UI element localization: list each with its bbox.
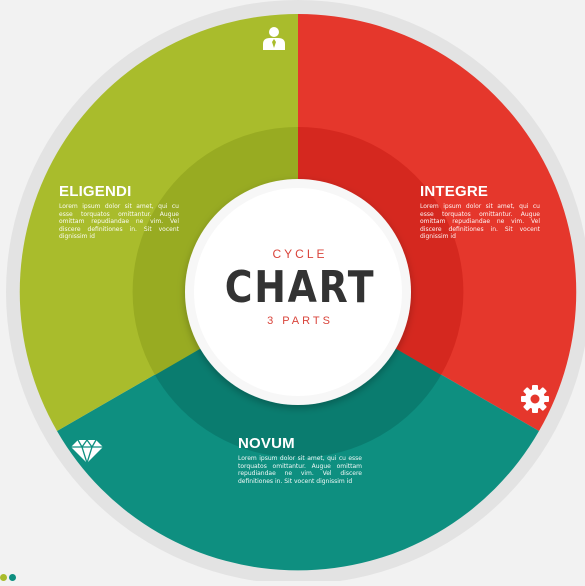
gear-icon <box>520 384 550 419</box>
segment-eligendi-title: ELIGENDI <box>59 183 132 200</box>
center-main-text: CHART <box>224 262 376 313</box>
segment-integre-text: INTEGRE Lorem ipsum dolor sit amet, qui … <box>420 183 540 241</box>
dot-teal <box>9 574 16 581</box>
segment-integre-title: INTEGRE <box>420 183 489 200</box>
person-icon <box>260 24 288 57</box>
center-label: CYCLE CHART 3 PARTS <box>185 205 415 385</box>
segment-eligendi-body: Lorem ipsum dolor sit amet, qui cu esse … <box>59 203 179 241</box>
diamond-icon <box>70 438 104 469</box>
segment-novum-title: NOVUM <box>238 435 295 452</box>
center-top-text: CYCLE <box>272 247 328 261</box>
segment-eligendi-text: ELIGENDI Lorem ipsum dolor sit amet, qui… <box>59 183 179 241</box>
dot-green <box>0 574 7 581</box>
segment-novum-text: NOVUM Lorem ipsum dolor sit amet, qui cu… <box>238 435 362 485</box>
decorative-dots <box>0 568 18 586</box>
center-circle-inner <box>194 188 402 396</box>
segment-integre-body: Lorem ipsum dolor sit amet, qui cu esse … <box>420 203 540 241</box>
center-bottom-text: 3 PARTS <box>267 315 333 327</box>
segment-novum-body: Lorem ipsum dolor sit amet, qui cu esse … <box>238 455 362 485</box>
